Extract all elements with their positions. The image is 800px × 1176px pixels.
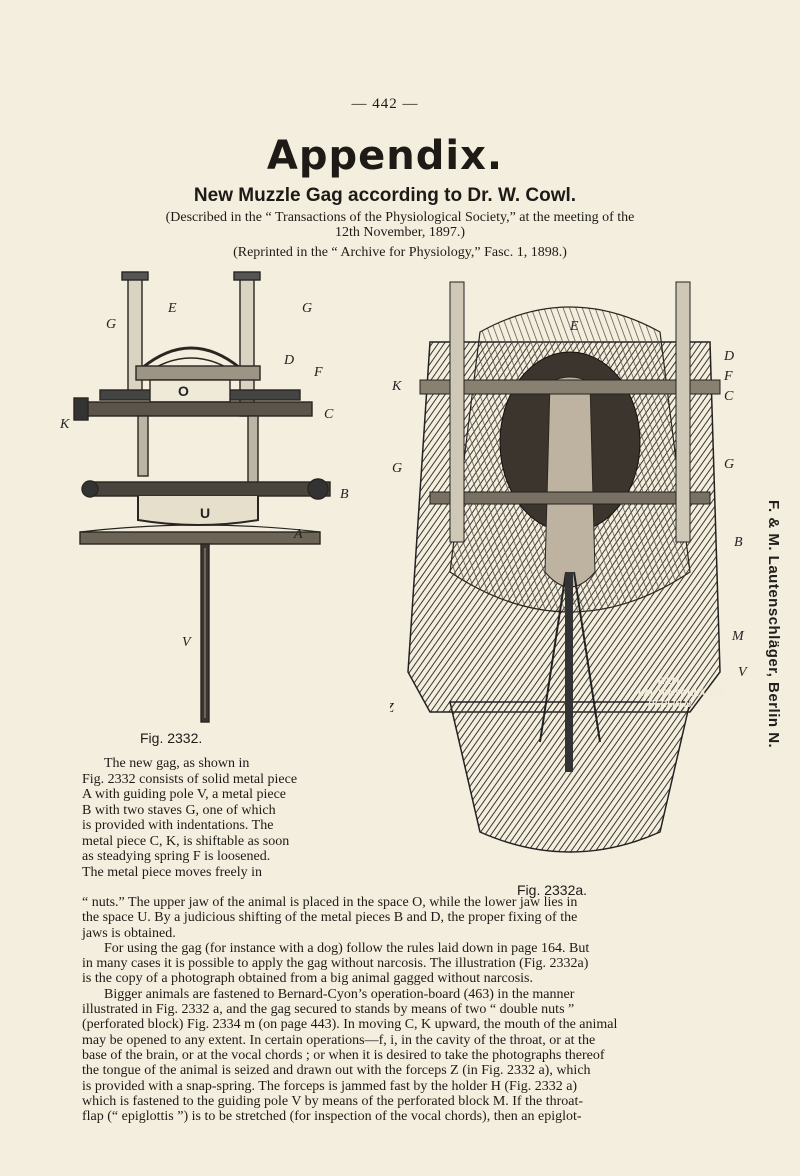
fig1-label-g-right: G (302, 301, 312, 316)
fig1-label-g-left: G (106, 317, 116, 332)
left-column-line: A with guiding pole V, a metal piece (82, 787, 287, 802)
left-column-line: B with two staves G, one of which (82, 802, 276, 818)
left-column-line: metal piece C, K, is shiftable as soon (82, 833, 290, 849)
figure-2332-caption: Fig. 2332. (140, 730, 203, 746)
paragraph-line: base of the brain, or at the vocal chord… (82, 1047, 605, 1063)
left-column-line: The new gag, as shown in (104, 756, 250, 771)
paragraph-line: “ nuts.” The upper jaw of the animal is … (82, 895, 578, 910)
body-text: “ nuts.” The upper jaw of the animal is … (82, 895, 722, 1124)
fig1-label-o: O (178, 383, 189, 399)
paragraph-line: For using the gag (for instance with a d… (104, 940, 590, 956)
fig2-label-z: Z (390, 701, 394, 716)
left-column-line: as steadying spring F is loosened. (82, 849, 271, 864)
paragraph-line: in many cases it is possible to apply th… (82, 956, 589, 972)
description-note: (Described in the “ Transactions of the … (80, 210, 720, 240)
fig2-stamp-line-2: LAUTENSCHLÄGER (638, 688, 725, 698)
paragraph-line: is provided with a snap-spring. The forc… (82, 1078, 578, 1094)
article-subtitle: New Muzzle Gag according to Dr. W. Cowl. (193, 185, 577, 206)
fig2-label-e: E (569, 319, 579, 334)
description-line-1: (Described in the “ Transactions of the … (165, 210, 635, 225)
paragraph-line: Bigger animals are fastened to Bernard-C… (104, 986, 575, 1002)
description-line-2: 12th November, 1897.) (334, 225, 466, 240)
paragraph-line: may be opened to any extent. In certain … (82, 1032, 596, 1048)
fig2-label-k: K (391, 379, 402, 394)
fig2-stamp-line-3: BERLIN.N. (648, 699, 693, 709)
paragraph-line: illustrated in Fig. 2332 a, and the gag … (82, 1002, 575, 1018)
figure-2332a-caption: Fig. 2332a. (517, 882, 588, 898)
paragraph-line: the space U. By a judicious shifting of … (82, 910, 578, 926)
paragraph-line: (perforated block) Fig. 2334 m (on page … (82, 1017, 618, 1033)
fig1-label-v: V (182, 635, 192, 650)
fig1-label-d: D (283, 353, 294, 368)
paragraph-3: Bigger animals are fastened to Bernard-C… (82, 987, 722, 1125)
left-column-line: Fig. 2332 consists of solid metal piece (82, 771, 298, 787)
fig1-label-e: E (167, 301, 177, 316)
fig1-label-f: F (313, 365, 323, 380)
fig2-label-f: F (723, 369, 733, 384)
figure-2332: G E G D F O C K B U A V (60, 271, 349, 723)
paragraph-line: flap (“ epiglottis ”) is to be stretched… (82, 1109, 582, 1125)
left-column-line: The metal piece moves freely in (82, 864, 262, 880)
fig2-label-m: M (731, 629, 745, 644)
fig2-label-d: D (723, 349, 734, 364)
page-number: — 442 — (351, 96, 419, 112)
fig2-label-c: C (724, 389, 734, 404)
publisher-side-label: F. & M. Lautenschläger, Berlin N. (765, 500, 782, 749)
left-column-line: is provided with indentations. The (82, 818, 274, 833)
fig1-label-c: C (324, 407, 334, 422)
left-column-text: The new gag, as shown in Fig. 2332 consi… (82, 756, 362, 880)
paragraph-line: the tongue of the animal is seized and d… (82, 1063, 591, 1079)
fig2-label-g-right: G (724, 457, 734, 472)
page-title: Appendix. (266, 133, 504, 179)
reprint-note: (Reprinted in the “ Archive for Physiolo… (233, 245, 567, 260)
paragraph-1: “ nuts.” The upper jaw of the animal is … (82, 895, 722, 941)
fig1-label-u: U (200, 505, 210, 521)
paragraph-line: jaws is obtained. (82, 925, 176, 941)
paragraph-2: For using the gag (for instance with a d… (82, 941, 722, 987)
fig2-label-v: V (738, 665, 748, 680)
figure-2332a: F.&M. LAUTENSCHLÄGER BERLIN.N. E D F C K… (390, 281, 748, 853)
fig1-label-a: A (293, 527, 303, 542)
paragraph-line: which is fastened to the guiding pole V … (82, 1093, 584, 1109)
fig1-label-b: B (340, 487, 349, 502)
fig1-label-k: K (60, 417, 70, 432)
fig2-label-b: B (734, 535, 743, 550)
fig2-label-g-left: G (392, 461, 402, 476)
fig2-stamp-line-1: F.&M. (658, 676, 682, 686)
paragraph-line: is the copy of a photograph obtained fro… (82, 971, 534, 987)
publisher-side-text: F. & M. Lautenschläger, Berlin N. (765, 500, 794, 748)
